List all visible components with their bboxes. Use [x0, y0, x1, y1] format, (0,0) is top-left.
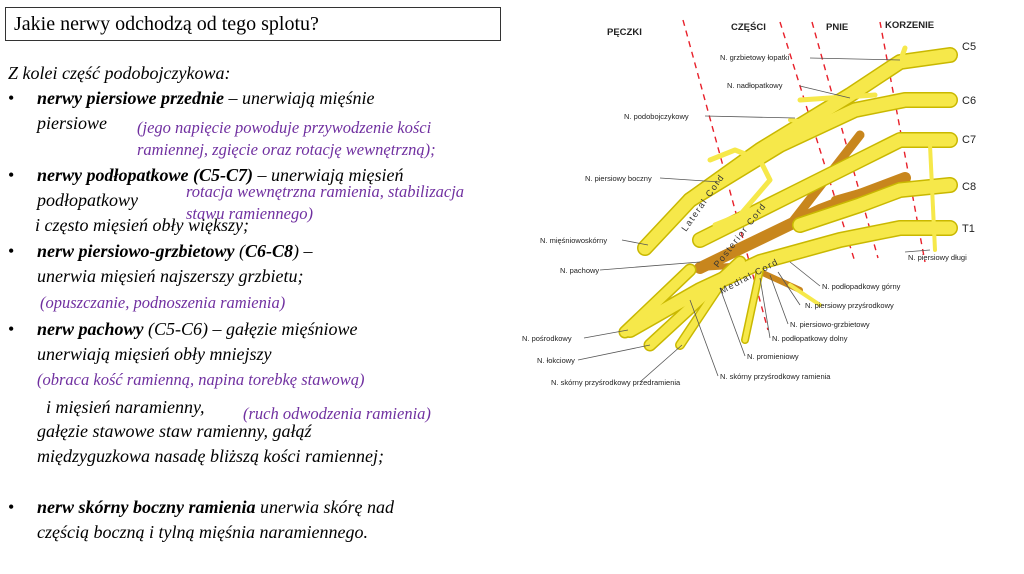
label-thoracodorsal: N. piersiowo-grzbietowy	[790, 320, 870, 329]
root-c5: C5	[962, 41, 976, 53]
bullet: •	[8, 241, 15, 261]
note-pectoral-1: (jego napięcie powoduje przywodzenie koś…	[137, 118, 432, 137]
item-axillary-nerve: nerw pachowy (C5-C6) – gałęzie mięśniowe	[37, 318, 358, 340]
label-ulnar: N. łokciowy	[537, 356, 575, 365]
label-upper-subscapular: N. podłopadkowy górny	[822, 282, 901, 291]
root-c6: C6	[962, 95, 976, 107]
label-radial: N. promieniowy	[747, 352, 799, 361]
divider-line	[811, 21, 879, 259]
desc-line: unerwia mięsień najszerszy grzbietu;	[37, 266, 304, 286]
section-headings: PĘCZKI CZĘŚCI PNIE KORZENIE	[607, 20, 934, 38]
label-subclavian: N. podobojczykowy	[624, 112, 689, 121]
desc-lateral-cutaneous-nerve: unerwia skórę nad	[255, 497, 395, 517]
section-divisions: CZĘŚCI	[731, 21, 766, 33]
slide-title: Jakie nerwy odchodzą od tego splotu?	[14, 13, 319, 35]
desc-axillary-nerve: (C5-C6) – gałęzie mięśniowe	[143, 319, 358, 339]
desc-line: i często mięsień obły większy;	[35, 215, 249, 235]
bullet: •	[8, 88, 15, 108]
label-medial-pectoral: N. piersiowy przyśrodkowy	[805, 301, 894, 310]
desc-line: unerwiają mięsień obły mniejszy	[37, 344, 272, 364]
item-pectoral-nerves: nerwy piersiowe przednie – unerwiają mię…	[37, 87, 375, 109]
section-bundles: PĘCZKI	[607, 27, 642, 38]
term-lateral-cutaneous-nerve: nerw skórny boczny ramienia	[37, 497, 256, 517]
root-t1: T1	[962, 223, 975, 235]
divider-line	[682, 19, 769, 331]
item-lateral-cutaneous-nerve: nerw skórny boczny ramienia unerwia skór…	[37, 496, 394, 518]
root-c7: C7	[962, 134, 976, 146]
note-thoracodorsal: (opuszczanie, podnoszenia ramienia)	[40, 293, 286, 312]
intro-line: Z kolei część podobojczykowa:	[8, 63, 231, 83]
bullet: •	[8, 497, 15, 517]
section-trunks: PNIE	[826, 22, 848, 33]
leader-lines	[577, 57, 931, 383]
term-thoracodorsal-nerve: nerw piersiowo-grzbietowy	[37, 241, 235, 261]
term-pectoral-nerves: nerwy piersiowe przednie	[37, 88, 224, 108]
paren-close: ) –	[293, 241, 313, 261]
desc-line: piersiowe	[37, 113, 107, 133]
item-thoracodorsal-nerve: nerw piersiowo-grzbietowy (C6-C8) –	[37, 240, 313, 262]
note-subscapular-1: rotacja wewnętrzna ramienia, stabilizacj…	[186, 182, 465, 201]
nerve-labels: N. grzbietowy łopatki N. nadłopatkowy N.…	[522, 53, 967, 387]
label-musculocutaneous: N. mięśniowoskórny	[540, 236, 607, 245]
label-medial-cutaneous-arm: N. skórny przyśrodkowy ramienia	[720, 372, 831, 381]
label-medial-cutaneous-forearm: N. skórny przyśrodkowy przedramienia	[551, 378, 681, 387]
note-subscapular-2: stawu ramiennego)	[186, 204, 313, 223]
term-c6-c8: C6-C8	[245, 241, 294, 261]
note-axillary-1: (obraca kość ramienną, napina torebkę st…	[37, 370, 365, 389]
item-subscapular-nerves: nerwy podłopatkowe (C5-C7) – unerwiają m…	[37, 164, 404, 186]
desc-line: podłopatkowy	[37, 190, 138, 210]
desc-pectoral-nerves: – unerwiają mięśnie	[224, 88, 375, 108]
label-dorsal-scapular: N. grzbietowy łopatki	[720, 53, 790, 62]
desc-line: i mięsień naramienny,	[46, 397, 205, 417]
note-axillary-2: (ruch odwodzenia ramienia)	[243, 404, 431, 423]
label-suprascapular: N. nadłopatkowy	[727, 81, 783, 90]
term-axillary-nerve: nerw pachowy	[37, 319, 144, 339]
note-pectoral-2: ramiennej, zgięcie oraz rotację wewnętrz…	[137, 140, 436, 159]
bullet: •	[8, 165, 15, 185]
paren-open: (	[234, 241, 246, 261]
term-subscapular-nerves: nerwy podłopatkowe (C5-C7)	[37, 165, 253, 185]
title-box: Jakie nerwy odchodzą od tego splotu?	[5, 7, 501, 41]
bullet: •	[8, 319, 15, 339]
label-lateral-pectoral: N. piersiowy boczny	[585, 174, 652, 183]
root-labels: C5 C6 C7 C8 T1	[962, 41, 976, 235]
root-c8: C8	[962, 181, 976, 193]
desc-line: gałęzie stawowe staw ramienny, gałąź	[37, 421, 312, 441]
section-roots: KORZENIE	[885, 20, 934, 31]
label-axillary: N. pachowy	[560, 266, 599, 275]
label-long-thoracic: N. piersiowy długi	[908, 253, 967, 262]
desc-line: częścią boczną i tylną mięśnia naramienn…	[37, 522, 368, 542]
divider-line	[779, 21, 856, 263]
label-median: N. pośrodkowy	[522, 334, 572, 343]
label-lower-subscapular: N. podłopatkowy dolny	[772, 334, 848, 343]
desc-subscapular-nerves: – unerwiają mięsień	[253, 165, 404, 185]
desc-line: międzyguzkowa nasadę bliższą kości ramie…	[37, 446, 384, 466]
nerve-trunks	[620, 45, 957, 350]
